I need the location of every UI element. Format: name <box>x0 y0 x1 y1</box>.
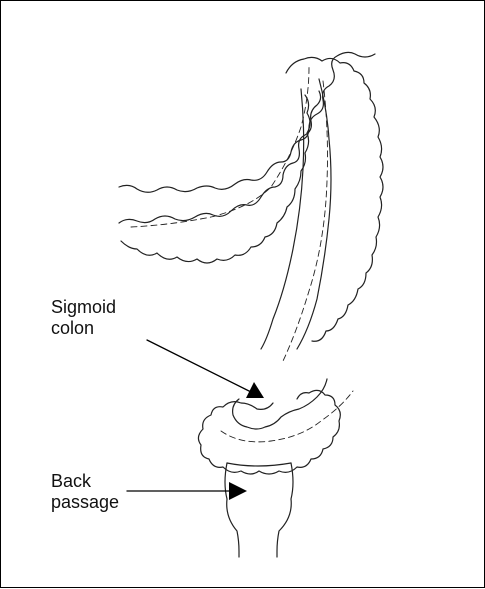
sigmoid-colon-label-line2: colon <box>51 318 116 339</box>
rectum-top <box>227 463 291 466</box>
colon-right-limb-edge <box>261 89 304 349</box>
sigmoid-loop-outer <box>198 390 340 474</box>
back-passage-label-line2: passage <box>51 492 119 513</box>
rectum-outline <box>225 463 293 557</box>
colon-centerline-2 <box>283 81 328 361</box>
back-passage-label: Back passage <box>51 471 119 513</box>
back-passage-label-line1: Back <box>51 471 119 492</box>
arrow-icon <box>127 482 247 500</box>
colon-outer-wall <box>119 52 375 192</box>
colon-right-limb-inner <box>297 79 331 349</box>
colon-centerline <box>131 67 309 227</box>
colon-lower-wall <box>121 95 310 263</box>
sigmoid-colon-label-line1: Sigmoid <box>51 297 116 318</box>
arrow-icon <box>147 340 264 398</box>
sigmoid-colon-label: Sigmoid colon <box>51 297 116 339</box>
